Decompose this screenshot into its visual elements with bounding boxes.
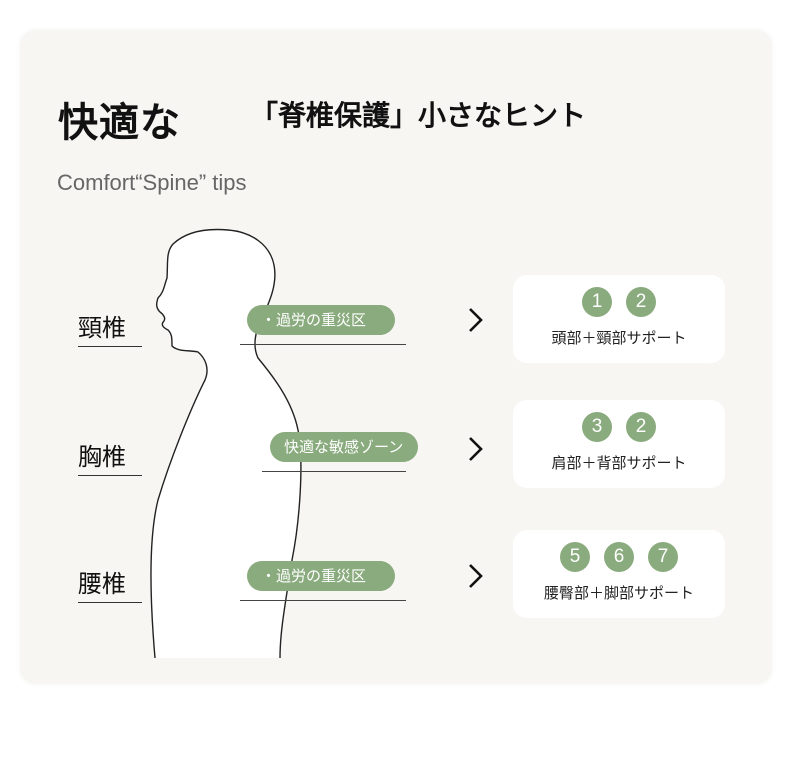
chevron-right-icon bbox=[469, 564, 483, 588]
support-label: 頭部＋頸部サポート bbox=[551, 329, 687, 347]
support-box-cervical: 1 2 頭部＋頸部サポート bbox=[513, 275, 725, 363]
support-label: 腰臀部＋脚部サポート bbox=[543, 584, 694, 602]
region-label-thoracic: 胸椎 bbox=[78, 437, 142, 476]
chevron-right-icon bbox=[469, 437, 483, 461]
number-badge: 2 bbox=[626, 412, 656, 442]
pill-cervical: ・過労の重災区 bbox=[247, 305, 395, 335]
pill-underline bbox=[262, 471, 406, 472]
chevron-right-icon bbox=[469, 308, 483, 332]
number-badge: 5 bbox=[560, 542, 590, 572]
pill-underline bbox=[240, 600, 406, 601]
support-label: 肩部＋背部サポート bbox=[551, 454, 687, 472]
support-box-thoracic: 3 2 肩部＋背部サポート bbox=[513, 400, 725, 488]
region-label-cervical: 頸椎 bbox=[78, 308, 142, 347]
pill-underline bbox=[240, 344, 406, 345]
number-badge: 2 bbox=[626, 287, 656, 317]
page-title: 快適な bbox=[58, 100, 181, 146]
number-badge: 6 bbox=[604, 542, 634, 572]
pill-lumbar: ・過労の重災区 bbox=[247, 561, 395, 591]
page-subtitle: Comfort“Spine” tips bbox=[57, 170, 247, 195]
number-badge: 3 bbox=[582, 412, 612, 442]
number-badge: 7 bbox=[648, 542, 678, 572]
region-label-lumbar: 腰椎 bbox=[78, 564, 142, 603]
number-badge: 1 bbox=[582, 287, 612, 317]
pill-thoracic: 快適な敏感ゾーン bbox=[270, 432, 418, 462]
support-box-lumbar: 5 6 7 腰臀部＋脚部サポート bbox=[513, 530, 725, 618]
page-title-sub: 「脊椎保護」小さなヒント bbox=[250, 99, 587, 132]
